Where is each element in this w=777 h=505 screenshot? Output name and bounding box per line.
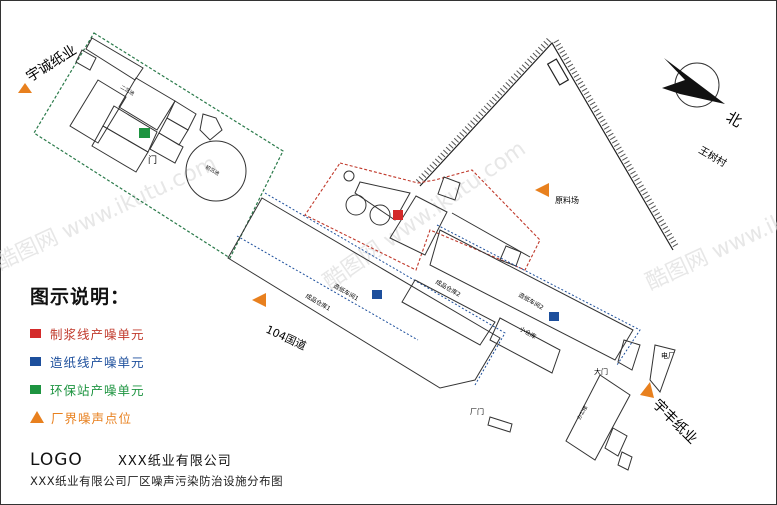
company-name: XXX纸业有限公司 [118,454,232,469]
svg-text:二沉池: 二沉池 [119,84,136,98]
map-subtitle: XXX纸业有限公司厂区噪声污染防治设施分布图 [30,474,284,488]
office-buildings [487,339,676,471]
boundary-noise-point-icons [18,83,654,398]
svg-text:门: 门 [148,154,157,166]
svg-text:电厂: 电厂 [661,351,675,360]
legend-item-pulping: 制浆线产噪单元 [30,319,145,347]
workshop-1-boundary [264,192,506,386]
neighbor-southeast-label: 宇丰纸业 [649,397,700,448]
raw-material-yard-boundary [414,37,680,251]
village-label: 王树村 [697,143,729,169]
road-line [236,235,419,341]
blue-square-icon [30,356,41,366]
svg-text:酷图网 www.ikutu.com: 酷图网 www.ikutu.com [642,171,777,295]
svg-text:造纸车间2: 造纸车间2 [517,291,545,312]
svg-text:大门: 大门 [594,367,608,376]
raw-yard-label: 原料场 [555,195,579,205]
environmental-station-buildings [69,37,247,202]
legend: 图示说明： 制浆线产噪单元 造纸线产噪单元 环保站产噪单元 厂界噪声点位 [30,282,145,431]
green-square-icon [30,384,41,394]
legend-item-noise-point: 厂界噪声点位 [30,403,145,431]
logo: LOGO [30,450,83,470]
svg-text:酷图网 www.ikutu.com: 酷图网 www.ikutu.com [319,136,530,294]
environmental-noise-unit-icon [139,128,150,138]
svg-text:成品仓库2: 成品仓库2 [434,278,462,299]
svg-text:小仓库: 小仓库 [518,325,538,341]
workshop-2 [401,229,634,374]
environmental-station-boundary [33,32,284,259]
workshop-2-boundary [436,224,641,366]
paper-noise-unit-2-icon [549,312,559,321]
red-square-icon [30,328,41,338]
road-label: 104国道 [264,322,309,353]
orange-triangle-icon [30,411,44,423]
pulping-area-boundary [304,162,541,271]
svg-text:成品仓库1: 成品仓库1 [304,292,332,313]
svg-text:办公楼: 办公楼 [576,404,590,421]
svg-text:厂门: 厂门 [470,407,484,416]
north-label: 北 [723,108,745,131]
legend-item-paper: 造纸线产噪单元 [30,347,145,375]
pulping-noise-unit-icon [393,210,403,220]
footer: LOGO XXX纸业有限公司 XXX纸业有限公司厂区噪声污染防治设施分布图 [30,450,283,489]
warehouse-1 [227,197,501,389]
legend-title: 图示说明： [30,286,131,308]
paper-noise-unit-1-icon [372,290,382,299]
neighbor-west-label: 宇诚纸业 [24,42,80,85]
north-compass-icon [662,58,725,108]
svg-text:酷图网 www.ikutu.com: 酷图网 www.ikutu.com [0,151,221,275]
legend-item-environment: 环保站产噪单元 [30,375,145,403]
